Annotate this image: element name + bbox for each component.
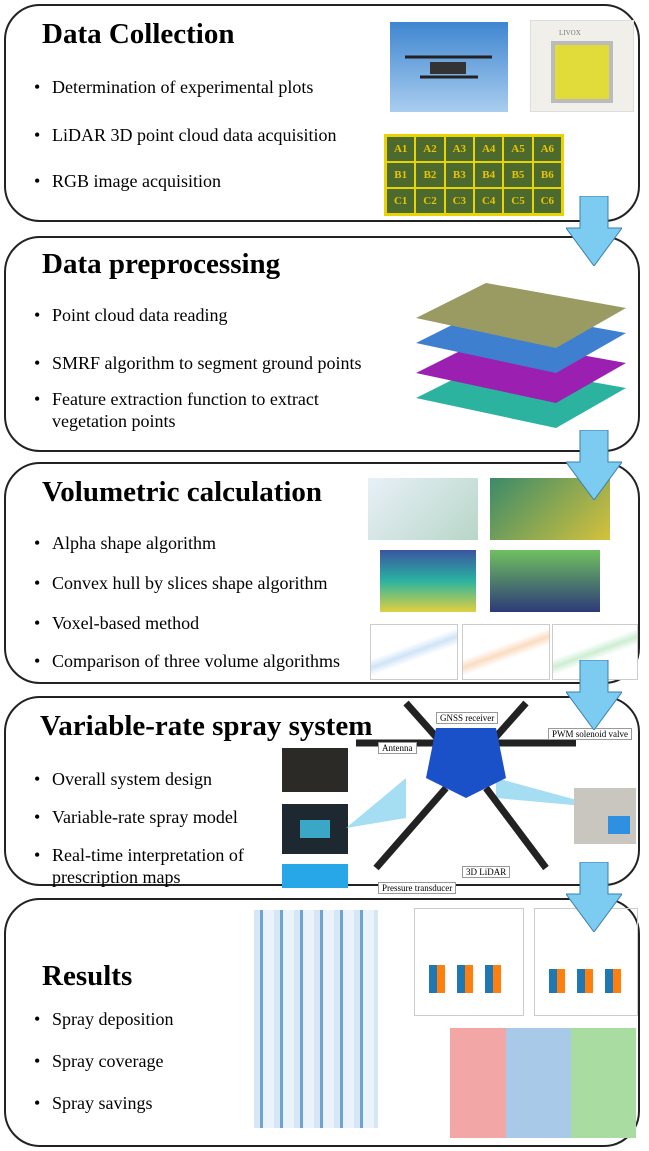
label-pressure-transducer: Pressure transducer	[378, 882, 457, 894]
flow-arrow-icon	[566, 660, 622, 730]
bullet: Voxel-based method	[34, 612, 199, 634]
surface-plot	[490, 550, 600, 612]
bullet: Determination of experimental plots	[34, 76, 313, 98]
section-title: Data Collection	[42, 18, 235, 50]
convex-hull-plot	[380, 550, 476, 612]
section-variable-rate-spray-system: Variable-rate spray system Overall syste…	[4, 696, 640, 894]
bullet: Real-time interpretation of prescription…	[34, 844, 274, 888]
bullet: Spray coverage	[34, 1050, 163, 1072]
alpha-shape-plot	[368, 478, 478, 540]
bullet: Point cloud data reading	[34, 304, 227, 326]
point-cloud-layers	[416, 283, 626, 428]
section-title: Volumetric calculation	[42, 476, 323, 508]
bullet: RGB image acquisition	[34, 170, 221, 192]
section-title: Variable-rate spray system	[40, 710, 373, 742]
flow-arrow-icon	[566, 430, 622, 500]
section-results: Results Spray deposition Spray coverage …	[4, 898, 640, 1147]
lidar-sensor-photo: LIVOX	[530, 20, 634, 112]
regression-plot-1	[370, 624, 458, 680]
battery-module-photo	[574, 788, 636, 844]
label-pwm-solenoid-valve: PWM solenoid valve	[548, 728, 632, 740]
section-title: Results	[42, 960, 133, 992]
section-title: Data preprocessing	[42, 248, 281, 280]
section-data-collection: Data Collection Determination of experim…	[4, 4, 640, 222]
bullet: LiDAR 3D point cloud data acquisition	[34, 124, 336, 146]
bullet: Overall system design	[34, 768, 212, 790]
label-antenna: Antenna	[378, 742, 417, 754]
drone-photo	[390, 22, 508, 112]
flow-arrow-icon	[566, 196, 622, 266]
deposition-heatmap	[254, 910, 378, 1128]
coverage-bar-chart-2	[534, 908, 638, 1016]
regression-plot-2	[462, 624, 550, 680]
flow-arrow-icon	[566, 862, 622, 932]
bullet: Convex hull by slices shape algorithm	[34, 572, 327, 594]
bullet: Variable-rate spray model	[34, 806, 238, 828]
bullet: Feature extraction function to extract v…	[34, 388, 364, 432]
bullet: Spray deposition	[34, 1008, 174, 1030]
bullet: SMRF algorithm to segment ground points	[34, 352, 362, 374]
bullet: Spray savings	[34, 1092, 153, 1114]
label-gnss-receiver: GNSS receiver	[436, 712, 499, 724]
drone-icon	[405, 55, 492, 79]
section-data-preprocessing: Data preprocessing Point cloud data read…	[4, 236, 640, 452]
bullet: Comparison of three volume algorithms	[34, 650, 340, 672]
coverage-bar-chart-1	[414, 908, 524, 1016]
controller-box-photo	[282, 748, 348, 792]
touchscreen-photo	[282, 804, 348, 854]
software-interface[interactable]	[282, 864, 348, 888]
section-volumetric-calculation: Volumetric calculation Alpha shape algor…	[4, 462, 640, 684]
label-3d-lidar: 3D LiDAR	[462, 866, 511, 878]
bullet: Alpha shape algorithm	[34, 532, 216, 554]
spray-savings-chart	[450, 1028, 636, 1138]
